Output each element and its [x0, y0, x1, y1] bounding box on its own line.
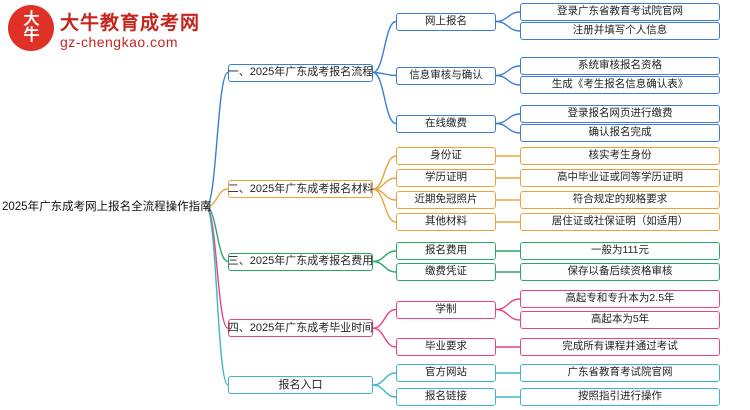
leafnode-1-1-1[interactable]: 登录广东省教育考试院官网	[520, 3, 720, 21]
logo-badge-line2: 牛	[23, 27, 39, 44]
leafnode-4-2-1[interactable]: 完成所有课程并通过考试	[520, 338, 720, 356]
site-logo: 大 牛 大牛教育成考网 gz-chengkao.com	[0, 0, 250, 58]
logo-badge-line1: 大	[23, 11, 39, 28]
subnode-1-2[interactable]: 信息审核与确认	[396, 66, 496, 85]
subnode-2-1[interactable]: 身份证	[396, 147, 496, 165]
subnode-3-2[interactable]: 缴费凭证	[396, 263, 496, 281]
leafnode-1-3-1[interactable]: 登录报名网页进行缴费	[520, 105, 720, 123]
mindmap-root-node[interactable]: 2025年广东成考网上报名全流程操作指南	[2, 200, 212, 213]
leafnode-1-1-2[interactable]: 注册并填写个人信息	[520, 22, 720, 40]
subnode-3-1[interactable]: 报名费用	[396, 242, 496, 260]
leafnode-1-2-1[interactable]: 系统审核报名资格	[520, 57, 720, 75]
branch-node-1[interactable]: 一、2025年广东成考报名流程	[228, 63, 373, 82]
subnode-4-2[interactable]: 毕业要求	[396, 338, 496, 356]
logo-subtitle: gz-chengkao.com	[60, 34, 179, 50]
leafnode-4-1-2[interactable]: 高起本为5年	[520, 311, 720, 329]
branch-node-5[interactable]: 报名入口	[228, 376, 373, 394]
leafnode-3-1-1[interactable]: 一般为111元	[520, 242, 720, 260]
leafnode-2-2-1[interactable]: 高中毕业证或同等学历证明	[520, 169, 720, 187]
logo-title: 大牛教育成考网	[60, 13, 201, 34]
branch-node-3[interactable]: 三、2025年广东成考报名费用	[228, 252, 373, 271]
subnode-2-4[interactable]: 其他材料	[396, 213, 496, 231]
leafnode-1-3-2[interactable]: 确认报名完成	[520, 124, 720, 142]
leafnode-4-1-1[interactable]: 高起专和专升本为2.5年	[520, 290, 720, 308]
leafnode-1-2-2[interactable]: 生成《考生报名信息确认表》	[520, 76, 720, 94]
leafnode-2-3-1[interactable]: 符合规定的规格要求	[520, 191, 720, 209]
logo-badge-icon: 大 牛	[8, 5, 54, 51]
subnode-2-3[interactable]: 近期免冠照片	[396, 191, 496, 209]
leafnode-2-4-1[interactable]: 居住证或社保证明（如适用）	[520, 213, 720, 231]
subnode-5-2[interactable]: 报名链接	[396, 388, 496, 406]
subnode-2-2[interactable]: 学历证明	[396, 169, 496, 187]
subnode-4-1[interactable]: 学制	[396, 300, 496, 319]
branch-node-4[interactable]: 四、2025年广东成考毕业时间	[228, 319, 373, 338]
leafnode-2-1-1[interactable]: 核实考生身份	[520, 147, 720, 165]
leafnode-5-1-1[interactable]: 广东省教育考试院官网	[520, 364, 720, 382]
subnode-5-1[interactable]: 官方网站	[396, 364, 496, 382]
branch-node-2[interactable]: 二、2025年广东成考报名材料	[228, 180, 373, 198]
subnode-1-3[interactable]: 在线缴费	[396, 114, 496, 133]
subnode-1-1[interactable]: 网上报名	[396, 12, 496, 31]
leafnode-3-2-1[interactable]: 保存以备后续资格审核	[520, 263, 720, 281]
leafnode-5-2-1[interactable]: 按照指引进行操作	[520, 388, 720, 406]
